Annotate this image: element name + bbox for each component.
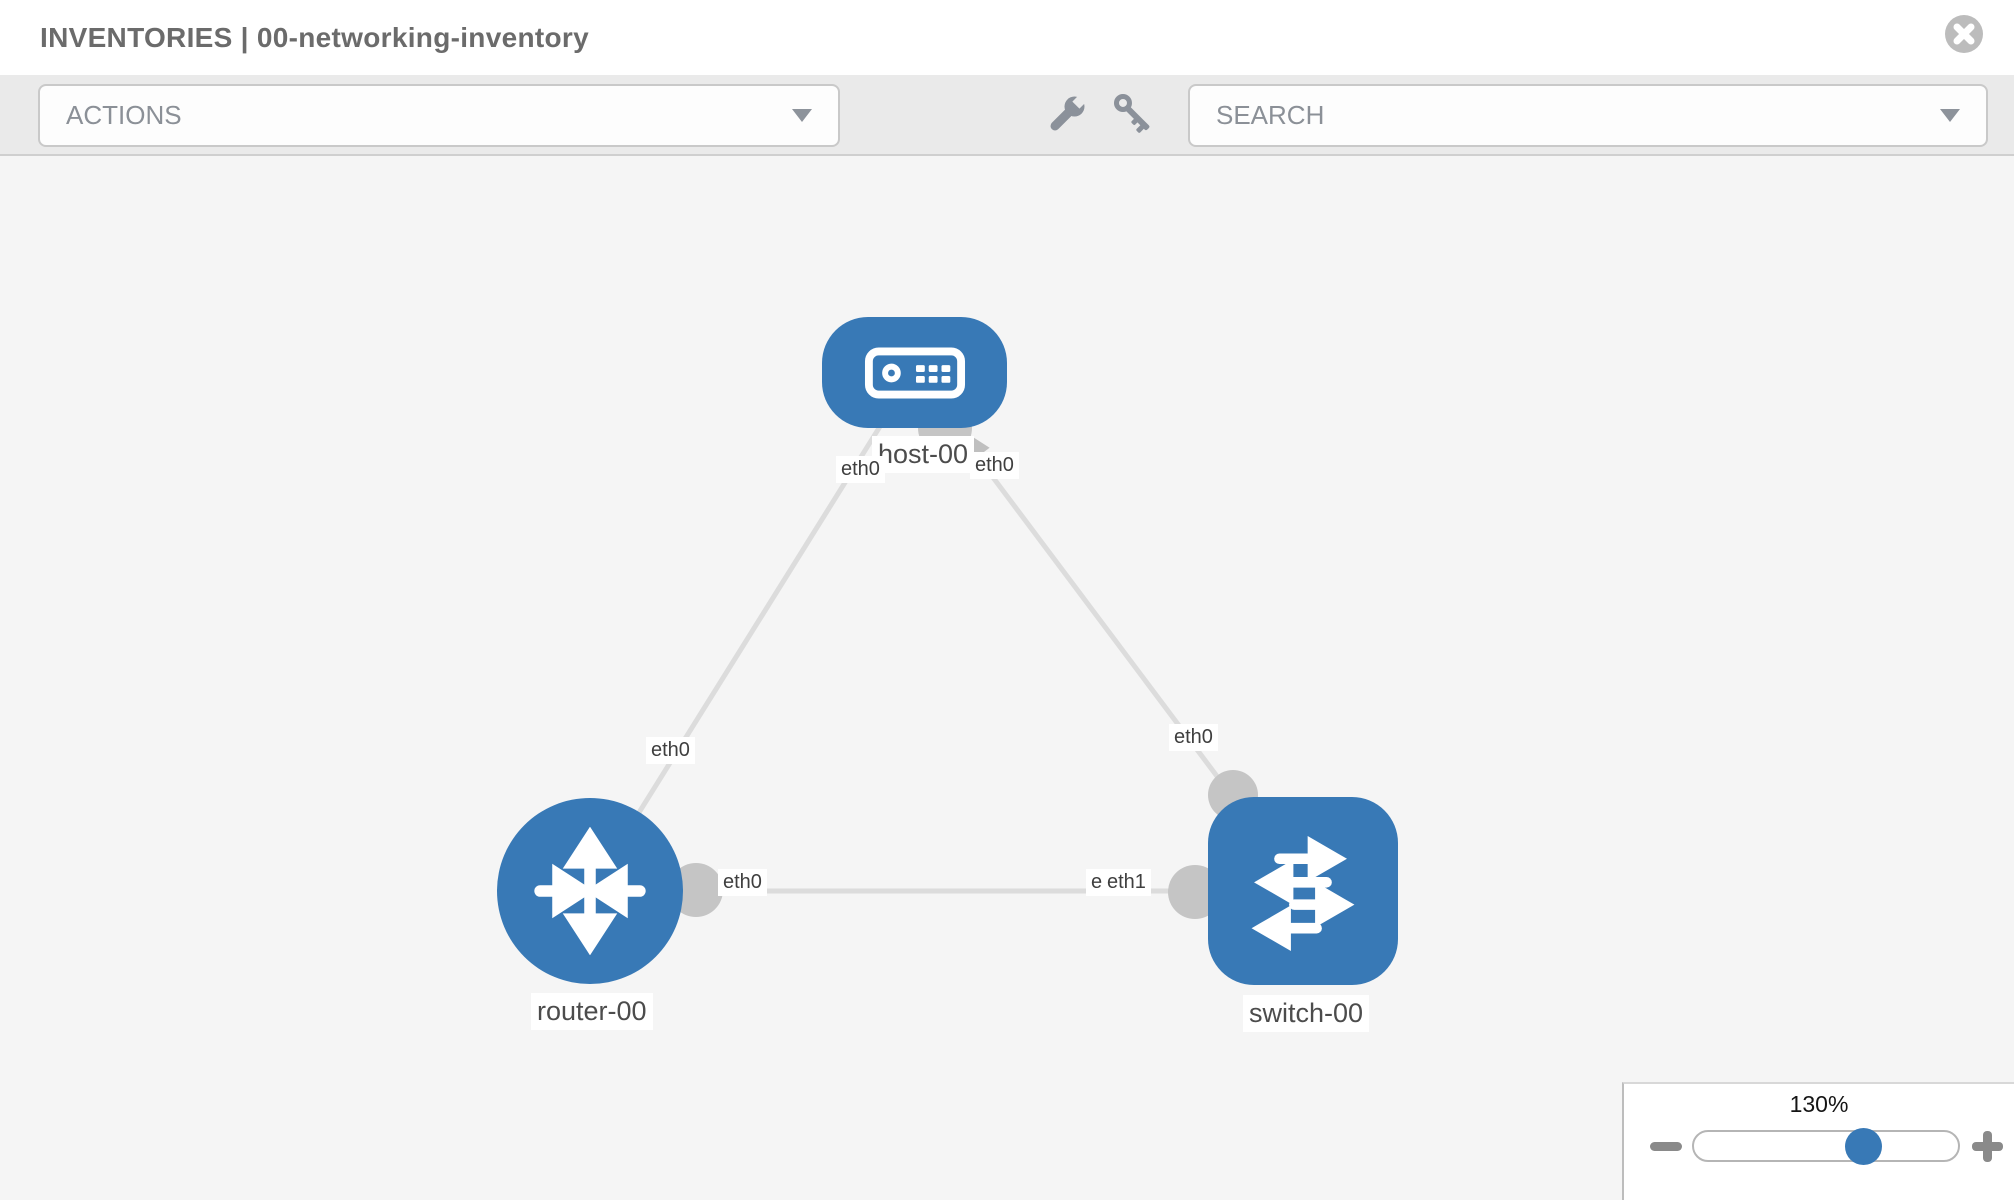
router-icon [534, 827, 646, 955]
zoom-slider-row [1624, 1127, 2014, 1167]
interface-label: eth0 [1169, 724, 1218, 751]
interface-label: eth0 [646, 737, 695, 764]
page-header: INVENTORIES | 00-networking-inventory [0, 0, 2014, 75]
interface-label: eth1 [1102, 869, 1151, 896]
search-dropdown[interactable]: SEARCH [1188, 84, 1988, 147]
zoom-in-button[interactable] [1972, 1131, 2003, 1162]
close-button[interactable] [1943, 13, 1985, 55]
actions-label: ACTIONS [66, 100, 182, 130]
node-host-00[interactable] [822, 317, 1007, 428]
node-router-00[interactable] [497, 798, 683, 984]
chevron-down-icon [1940, 109, 1960, 122]
chevron-down-icon [792, 109, 812, 122]
zoom-out-button[interactable] [1650, 1142, 1682, 1151]
interface-label: eth0 [718, 869, 767, 896]
zoom-panel: 130% [1622, 1082, 2014, 1200]
node-label-host-00: host-00 [872, 436, 975, 473]
node-switch-00[interactable] [1208, 797, 1398, 985]
page-title: INVENTORIES | 00-networking-inventory [40, 22, 589, 53]
interface-label: eth0 [836, 456, 885, 483]
topology-canvas[interactable]: host-00 router-00 switch-00 eth0 eth0 eth0 e… [0, 156, 2014, 1200]
close-icon [1945, 15, 1983, 53]
host-icon [864, 347, 965, 398]
node-label-router-00: router-00 [531, 993, 653, 1030]
wrench-icon [1050, 93, 1088, 131]
zoom-slider-thumb[interactable] [1844, 1128, 1882, 1165]
zoom-level: 130% [1789, 1091, 1849, 1117]
node-label-switch-00: switch-00 [1243, 995, 1370, 1032]
actions-dropdown[interactable]: ACTIONS [38, 84, 840, 147]
topology-links-layer [587, 370, 1306, 919]
interface-label: eth0 [970, 452, 1019, 479]
configure-button[interactable] [1041, 90, 1091, 140]
credentials-button[interactable] [1110, 90, 1160, 140]
search-label: SEARCH [1216, 100, 1325, 130]
zoom-slider[interactable] [1692, 1128, 1960, 1165]
interface-port[interactable] [669, 863, 723, 917]
toolbar: ACTIONS SEARCH [0, 75, 2014, 156]
switch-icon [1251, 835, 1355, 951]
key-icon [1113, 93, 1150, 133]
